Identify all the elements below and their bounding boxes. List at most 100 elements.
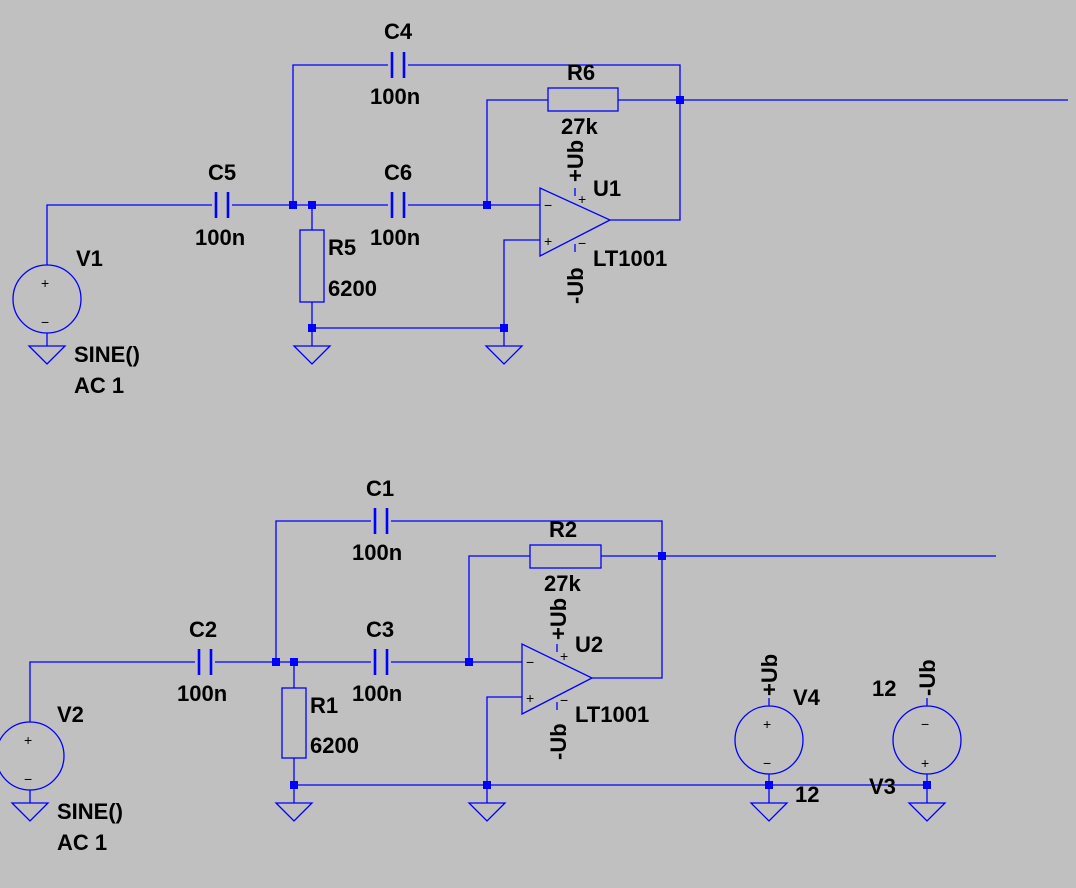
junction-dot: [658, 552, 666, 560]
u2-label: U2: [575, 632, 603, 657]
bottom-wires: [29, 520, 996, 803]
noninverting-input-mark: +: [526, 690, 534, 706]
junction-dot: [676, 96, 684, 104]
r5-label: R5: [328, 235, 356, 260]
resistor-r6[interactable]: [547, 87, 619, 112]
v1-source-spec: SINE(): [74, 342, 140, 367]
ground-icon: [467, 802, 507, 822]
wire[interactable]: [486, 99, 548, 205]
capacitor-c2[interactable]: [197, 649, 213, 675]
c6-label: C6: [384, 160, 412, 185]
inverting-input-mark: −: [526, 654, 534, 670]
v1-ac-spec: AC 1: [74, 373, 124, 398]
ground-icon: [907, 802, 947, 822]
wire[interactable]: [292, 64, 388, 205]
c2-value: 100n: [177, 681, 227, 706]
voltage-source-v4[interactable]: + −: [734, 705, 804, 775]
source-minus-mark: −: [763, 755, 771, 771]
wire[interactable]: [275, 520, 371, 662]
source-plus-mark: +: [41, 275, 49, 291]
wire[interactable]: [408, 64, 681, 221]
v4-net-label: +Ub: [757, 654, 782, 696]
junction-dot: [483, 201, 491, 209]
pos-supply-mark: +: [578, 191, 586, 207]
r6-label: R6: [567, 60, 595, 85]
c5-value: 100n: [195, 225, 245, 250]
noninverting-input-mark: +: [544, 233, 552, 249]
v2-label: V2: [57, 702, 84, 727]
source-plus-mark: +: [921, 755, 929, 771]
top-circuit: − + + − + − C4 100n R6 27k C5 100n C6 10…: [12, 19, 1068, 398]
junction-dot: [765, 781, 773, 789]
junction-dot: [308, 324, 316, 332]
capacitor-c5[interactable]: [214, 192, 230, 218]
v4-label: V4: [793, 685, 821, 710]
capacitor-c3[interactable]: [373, 649, 389, 675]
ground-icon: [274, 802, 314, 822]
capacitor-c6[interactable]: [390, 192, 406, 218]
junction-dot: [923, 781, 931, 789]
opamp-u2[interactable]: − + + −: [521, 642, 594, 716]
resistor-r5[interactable]: [299, 229, 325, 303]
resistor-r1[interactable]: [281, 687, 307, 759]
v2-source-spec: SINE(): [57, 799, 123, 824]
opamp-u1[interactable]: − + + −: [539, 186, 612, 258]
source-minus-mark: −: [24, 771, 32, 787]
u1-pos-supply-label: +Ub: [563, 140, 588, 182]
u1-neg-supply-label: -Ub: [563, 267, 588, 304]
wire[interactable]: [311, 302, 504, 329]
r2-label: R2: [549, 517, 577, 542]
top-wires: [46, 64, 1068, 346]
r1-label: R1: [310, 693, 338, 718]
voltage-source-v3[interactable]: − +: [892, 705, 962, 775]
wire[interactable]: [468, 555, 530, 662]
wire[interactable]: [486, 696, 522, 803]
capacitor-c4[interactable]: [390, 52, 406, 78]
c1-label: C1: [366, 476, 394, 501]
wire[interactable]: [391, 520, 663, 679]
c1-value: 100n: [352, 540, 402, 565]
junction-dot: [483, 781, 491, 789]
u1-model: LT1001: [593, 246, 667, 271]
voltage-source-v1[interactable]: + −: [12, 264, 82, 334]
u1-label: U1: [593, 176, 621, 201]
junction-dot: [465, 658, 473, 666]
r6-value: 27k: [561, 114, 598, 139]
wire[interactable]: [46, 204, 212, 265]
source-minus-mark: −: [41, 314, 49, 330]
wire[interactable]: [29, 661, 195, 722]
u2-model: LT1001: [575, 702, 649, 727]
ground-icon: [27, 345, 67, 365]
v3-value: 12: [872, 676, 896, 701]
v3-net-label: -Ub: [915, 659, 940, 696]
wire[interactable]: [503, 239, 540, 346]
v4-value: 12: [795, 782, 819, 807]
junction-dot: [308, 201, 316, 209]
c4-value: 100n: [370, 84, 420, 109]
r2-value: 27k: [544, 571, 581, 596]
ground-icon: [10, 802, 50, 822]
bottom-circuit: − + + − + − + − − +: [0, 476, 996, 855]
c3-value: 100n: [352, 681, 402, 706]
v1-label: V1: [76, 246, 103, 271]
junction-dot: [272, 658, 280, 666]
c2-label: C2: [189, 617, 217, 642]
junction-dot: [500, 324, 508, 332]
inverting-input-mark: −: [544, 197, 552, 213]
junction-dot: [290, 658, 298, 666]
neg-supply-mark: −: [560, 692, 568, 708]
u2-neg-supply-label: -Ub: [546, 723, 571, 760]
source-plus-mark: +: [763, 716, 771, 732]
ground-icon: [749, 802, 789, 822]
source-minus-mark: −: [921, 716, 929, 732]
capacitor-c1[interactable]: [373, 508, 389, 534]
voltage-source-v2[interactable]: + −: [0, 721, 65, 791]
resistor-r2[interactable]: [529, 544, 602, 569]
ground-icon: [292, 345, 332, 365]
neg-supply-mark: −: [578, 235, 586, 251]
u2-pos-supply-label: +Ub: [546, 598, 571, 640]
c6-value: 100n: [370, 225, 420, 250]
r1-value: 6200: [310, 733, 359, 758]
